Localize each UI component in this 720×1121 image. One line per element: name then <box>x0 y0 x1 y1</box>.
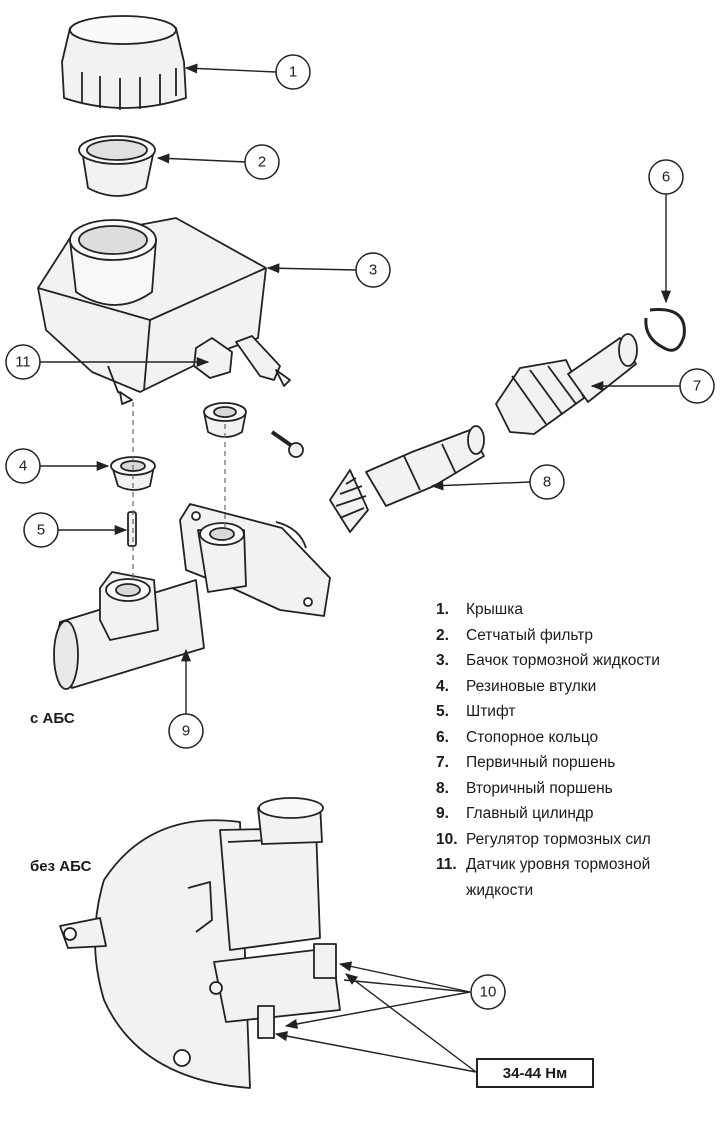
level-sensor-part <box>193 335 291 387</box>
callout-circle-6 <box>648 159 684 195</box>
callout-5: 5 <box>37 522 45 539</box>
callout-3: 3 <box>369 262 377 279</box>
legend-item: 3. Бачок тормозной жидкости <box>436 648 716 674</box>
without-abs-label: без АБС <box>30 858 92 875</box>
legend-item: 7. Первичный поршень <box>436 750 716 776</box>
legend-text: Вторичный поршень <box>466 779 613 797</box>
leader-10b <box>343 979 471 993</box>
callout-6: 6 <box>662 169 670 186</box>
legend-number: 6. <box>436 728 449 746</box>
legend-item: 1. Крышка <box>436 597 716 623</box>
callout-7: 7 <box>693 378 701 395</box>
callout-circle-11 <box>5 344 41 380</box>
legend-number: 7. <box>436 754 449 771</box>
fluid-reservoir-part <box>37 217 267 405</box>
legend-text: Штифт <box>466 703 516 720</box>
legend-number: 3. <box>436 652 449 669</box>
grommet-right-part <box>203 402 247 438</box>
callout-10: 10 <box>480 984 497 1001</box>
callout-8: 8 <box>543 474 551 491</box>
legend-text: Датчик уровня тормозной жидкости <box>466 856 651 899</box>
callout-circle-10 <box>470 974 506 1010</box>
leader-torque-a <box>344 973 477 1073</box>
brake-booster-part <box>59 797 341 1089</box>
strainer-part <box>78 135 156 197</box>
legend-text: Стопорное кольцо <box>466 728 599 746</box>
legend-text: Первичный поршень <box>466 754 616 771</box>
callout-circle-8 <box>529 464 565 500</box>
leader-10a <box>338 961 471 993</box>
legend-number: 11. <box>436 856 457 873</box>
legend-text: Крышка <box>466 601 523 618</box>
callout-circle-7 <box>679 368 715 404</box>
legend-item: 8. Вторичный поршень <box>436 776 716 802</box>
callout-2: 2 <box>258 154 266 171</box>
with-abs-label: с АБС <box>30 710 75 727</box>
legend-number: 8. <box>436 779 449 797</box>
legend-item: 9. Главный цилиндр <box>436 801 716 827</box>
reservoir-cap-part <box>61 15 187 110</box>
callout-circle-4 <box>5 448 41 484</box>
callout-9: 9 <box>182 723 190 740</box>
legend-number: 9. <box>436 805 449 822</box>
callout-circle-5 <box>23 512 59 548</box>
screw-part <box>270 430 304 458</box>
pin-part <box>127 511 137 547</box>
legend-text: Главный цилиндр <box>466 805 594 822</box>
legend-item: 4. Резиновые втулки <box>436 674 716 700</box>
legend-item: 2. Сетчатый фильтр <box>436 623 716 649</box>
legend-number: 2. <box>436 626 449 644</box>
callout-circle-1 <box>275 54 311 90</box>
legend-text: Бачок тормозной жидкости <box>466 652 660 669</box>
leader-10c <box>284 991 471 1029</box>
leader-3 <box>266 263 357 274</box>
legend-text: Регулятор тормозных сил <box>466 830 651 848</box>
legend-number: 10. <box>436 830 458 848</box>
leader-2 <box>156 153 247 164</box>
legend-number: 5. <box>436 703 449 720</box>
callout-4: 4 <box>19 458 27 475</box>
callout-circle-3 <box>355 252 391 288</box>
legend-item: 10. Регулятор тормозных сил <box>436 827 716 853</box>
legend-item: 6. Стопорное кольцо <box>436 725 716 751</box>
parts-legend: 1. Крышка 2. Сетчатый фильтр 3. Бачок тормо… <box>436 597 716 903</box>
callout-circle-2 <box>244 144 280 180</box>
torque-spec-box: 34-44 Нм <box>476 1058 594 1088</box>
legend-item: 11. Датчик уровня тормозной жидкости <box>436 852 716 903</box>
callout-11: 11 <box>15 354 31 371</box>
legend-number: 4. <box>436 677 449 695</box>
snap-ring-part <box>644 308 686 352</box>
legend-text: Сетчатый фильтр <box>466 626 593 644</box>
leader-8 <box>430 480 531 491</box>
leader-1 <box>184 63 277 74</box>
leader-torque-b <box>274 1031 477 1073</box>
callout-circle-9 <box>168 713 204 749</box>
legend-number: 1. <box>436 601 449 618</box>
torque-spec-text: 34-44 Нм <box>502 1064 568 1082</box>
legend-item: 5. Штифт <box>436 699 716 725</box>
secondary-piston-part <box>329 425 485 533</box>
legend-text: Резиновые втулки <box>466 677 597 695</box>
primary-piston-part <box>495 333 638 435</box>
callout-1: 1 <box>289 64 297 81</box>
master-cylinder-part <box>53 503 331 690</box>
